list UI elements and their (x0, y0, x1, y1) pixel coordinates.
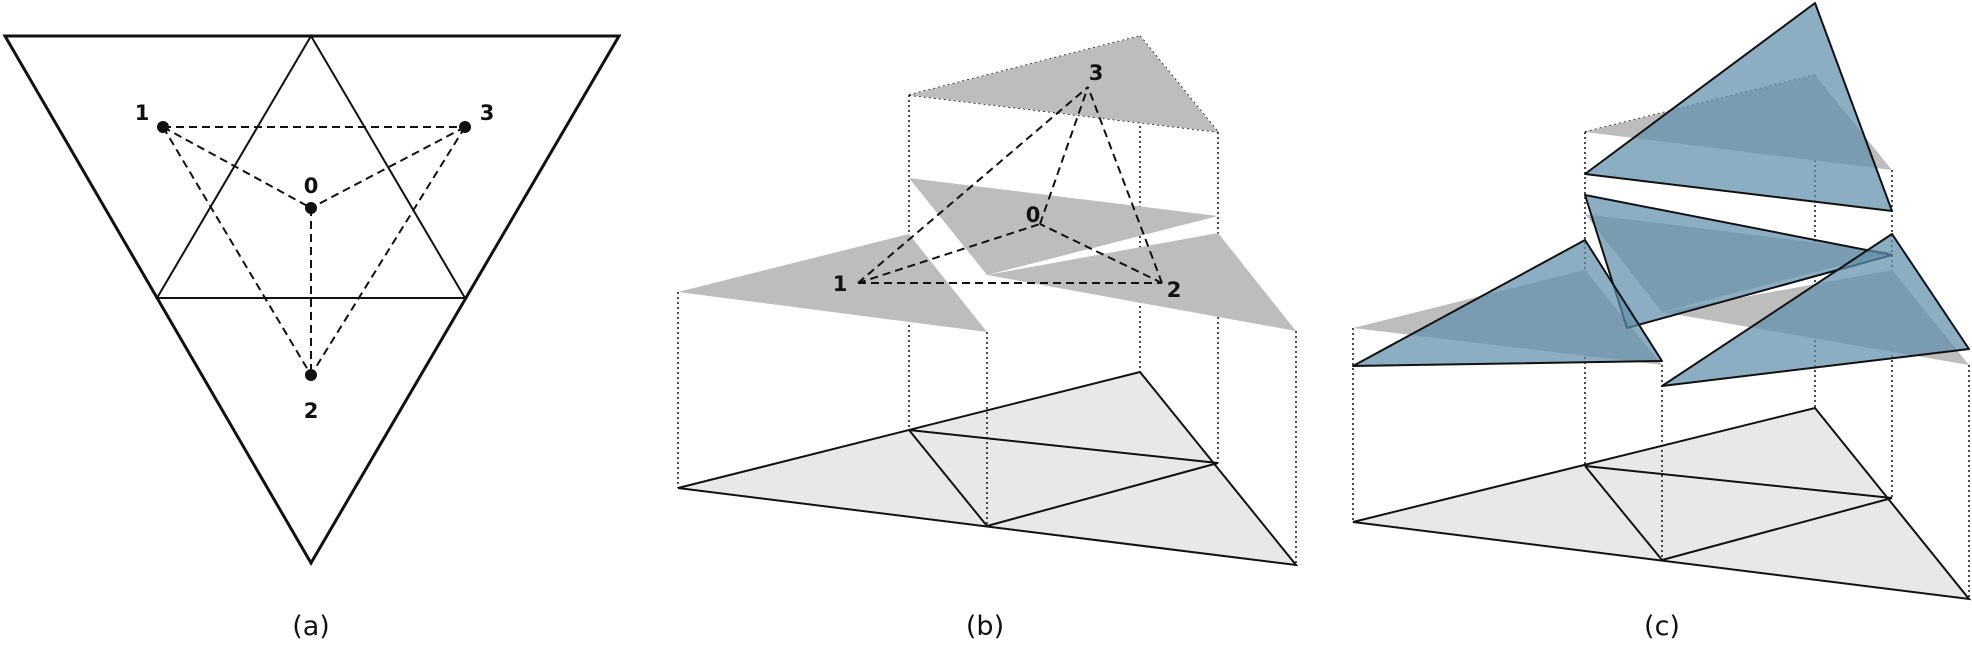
gray-triangle-right (987, 233, 1296, 331)
node-label-3: 3 (1089, 61, 1104, 85)
blue-triangles (1352, 2, 1970, 387)
panel-b: 3 0 1 2 (b) (677, 35, 1299, 642)
node-3-dot (459, 121, 471, 133)
inner-triangle (155, 34, 467, 299)
node-label-2: 2 (304, 399, 319, 423)
node-1-dot (157, 121, 169, 133)
node-2-dot (305, 369, 317, 381)
node-label-0: 0 (1026, 203, 1041, 227)
gray-triangle-middle (909, 178, 1218, 275)
dual-edges-b (857, 86, 1163, 284)
caption-b: (b) (966, 611, 1004, 642)
dual-edges (162, 126, 466, 376)
blue-triangle-middle (1584, 194, 1893, 329)
node-label-2: 2 (1167, 278, 1182, 302)
blue-triangle-top (1584, 2, 1893, 212)
node-label-1: 1 (833, 272, 848, 296)
base-triangle (1352, 406, 1972, 601)
caption-a: (a) (292, 611, 330, 642)
blue-triangle-right (1661, 233, 1970, 387)
base-inner-lines (1584, 465, 1893, 561)
blue-triangle-left (1352, 239, 1663, 367)
caption-c: (c) (1644, 611, 1680, 642)
panel-c: (c) (1352, 2, 1972, 642)
gray-triangle-left (678, 234, 987, 332)
base-inner-lines (908, 429, 1219, 527)
gray-triangle-top (909, 36, 1218, 132)
node-label-1: 1 (135, 101, 150, 125)
node-0-dot (305, 202, 317, 214)
panel-a: 1 3 0 2 (a) (2, 34, 622, 642)
node-label-3: 3 (480, 101, 495, 125)
node-label-0: 0 (304, 174, 319, 198)
